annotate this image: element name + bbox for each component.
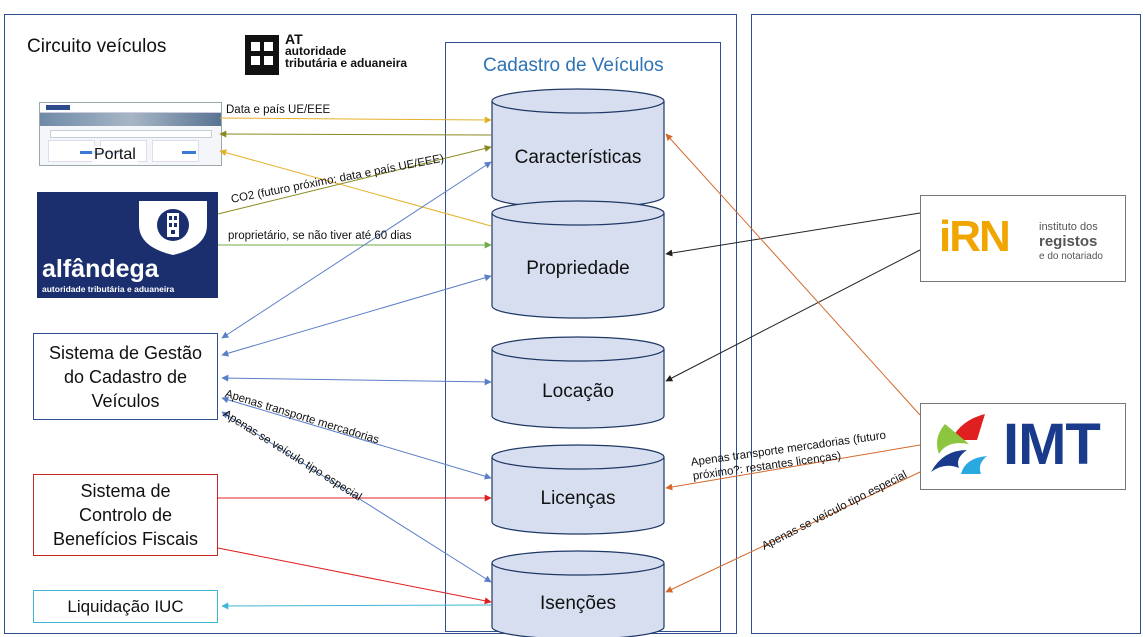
alfandega-tagline: autoridade tributária e aduaneira xyxy=(42,284,175,294)
database-2 xyxy=(491,200,665,319)
arrow-irn-propriedade xyxy=(665,212,921,257)
sgcv-label: Sistema de Gestão do Cadastro de Veículo… xyxy=(48,342,203,411)
portuguese-shield-icon xyxy=(139,201,207,255)
iuc-label: Liquidação IUC xyxy=(67,596,184,616)
arrow-irn-locacao xyxy=(665,249,921,382)
database-label-2: Propriedade xyxy=(526,257,630,279)
sgcv-box: Sistema de Gestão do Cadastro de Veículo… xyxy=(33,333,218,420)
arrow-sgcv-locacao xyxy=(221,374,492,386)
arrow-imt-isencoes xyxy=(665,471,921,593)
database-label-3: Locação xyxy=(542,380,614,402)
database-label-4: Licenças xyxy=(540,487,616,509)
arrow-imt-licencas xyxy=(665,444,921,491)
irn-line3: e do notariado xyxy=(1039,251,1103,262)
arrow-isencoes-to-iuc xyxy=(221,602,492,610)
portal-label: Portal xyxy=(92,146,138,164)
arrow-portal-to-caracteristicas xyxy=(219,116,492,124)
panel-title: Circuito veículos xyxy=(27,36,167,57)
arrow-imt-caracteristicas xyxy=(665,133,921,416)
at-logo: AT autoridade tributária e aduaneira xyxy=(243,31,433,79)
at-logo-line2: autoridade xyxy=(285,44,347,58)
database-3 xyxy=(491,336,665,429)
irn-line2: registos xyxy=(1039,233,1098,250)
arrow-caracteristicas-to-portal xyxy=(219,130,492,138)
at-logo-line3: tributária e aduaneira xyxy=(285,56,408,70)
database-1 xyxy=(491,88,665,209)
label-portal-data: Data e país UE/EEE xyxy=(226,104,331,116)
left-panel-frame xyxy=(4,14,737,634)
database-5 xyxy=(491,550,665,637)
scbf-label: Sistema de Controlo de Benefícios Fiscai… xyxy=(52,481,199,549)
arrow-sgcv-isencoes xyxy=(221,411,492,583)
database-4 xyxy=(491,444,665,535)
imt-mark: IMT xyxy=(1003,412,1101,477)
label-proprietario: proprietário, se não tiver até 60 dias xyxy=(228,230,412,242)
at-emblem-icon xyxy=(245,35,279,75)
irn-line1: instituto dos xyxy=(1039,221,1098,233)
arrow-sgcv-propriedade xyxy=(221,274,492,357)
database-label-5: Isenções xyxy=(539,593,617,614)
at-logo-line1: AT xyxy=(285,31,303,47)
imt-logo: IMT xyxy=(920,403,1126,490)
irn-mark: iRN xyxy=(939,212,1011,261)
irn-logo: iRN instituto dos registos e do notariad… xyxy=(920,195,1126,282)
imt-wave-icon xyxy=(931,414,987,474)
portal-thumbnail xyxy=(39,102,222,166)
registry-title: Cadastro de Veículos xyxy=(483,55,664,76)
right-panel-frame xyxy=(751,14,1141,634)
scbf-box: Sistema de Controlo de Benefícios Fiscai… xyxy=(33,474,218,556)
alfandega-logo: alfândega autoridade tributária e aduane… xyxy=(37,192,218,298)
database-label-1: Características xyxy=(514,146,642,168)
alfandega-name: alfândega xyxy=(42,255,159,283)
iuc-box: Liquidação IUC xyxy=(33,590,218,623)
arrow-scbf-isencoes xyxy=(217,547,492,605)
